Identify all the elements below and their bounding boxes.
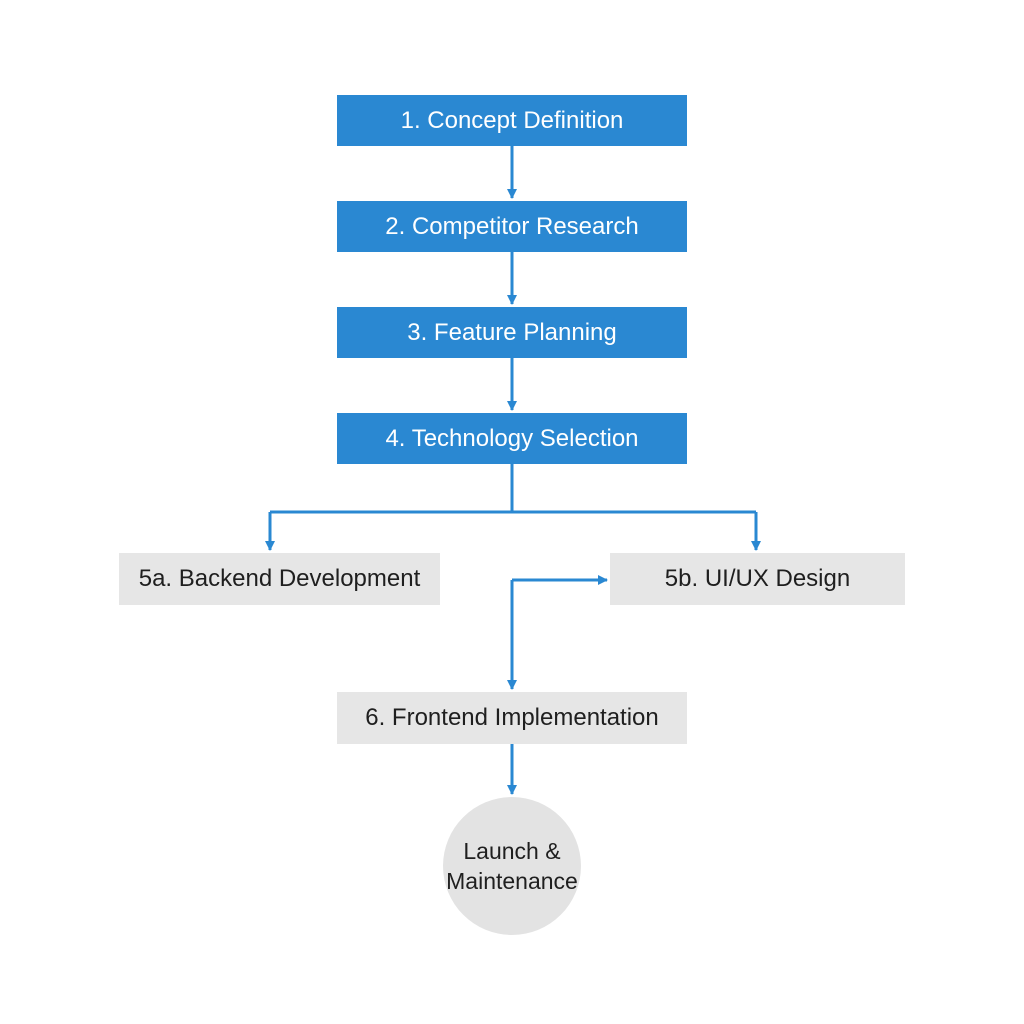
node-launch-maintenance: Launch & Maintenance [443, 797, 581, 935]
node-uiux-design: 5b. UI/UX Design [610, 553, 905, 605]
node-label: 6. Frontend Implementation [365, 704, 659, 731]
node-feature-planning: 3. Feature Planning [337, 307, 687, 358]
node-competitor-research: 2. Competitor Research [337, 201, 687, 252]
node-label: 1. Concept Definition [400, 106, 624, 134]
terminal-label-line1: Launch & [463, 838, 561, 864]
node-label: 5a. Backend Development [138, 565, 421, 592]
node-backend-development: 5a. Backend Development [119, 553, 440, 605]
node-label: 4. Technology Selection [385, 424, 639, 452]
node-technology-selection: 4. Technology Selection [337, 413, 687, 464]
node-label: 5b. UI/UX Design [664, 565, 851, 592]
terminal-label: Launch & Maintenance [446, 836, 578, 896]
terminal-label-line2: Maintenance [446, 868, 578, 894]
node-concept-definition: 1. Concept Definition [337, 95, 687, 146]
node-label: 2. Competitor Research [385, 212, 639, 240]
node-frontend-implementation: 6. Frontend Implementation [337, 692, 687, 744]
node-label: 3. Feature Planning [407, 318, 617, 346]
